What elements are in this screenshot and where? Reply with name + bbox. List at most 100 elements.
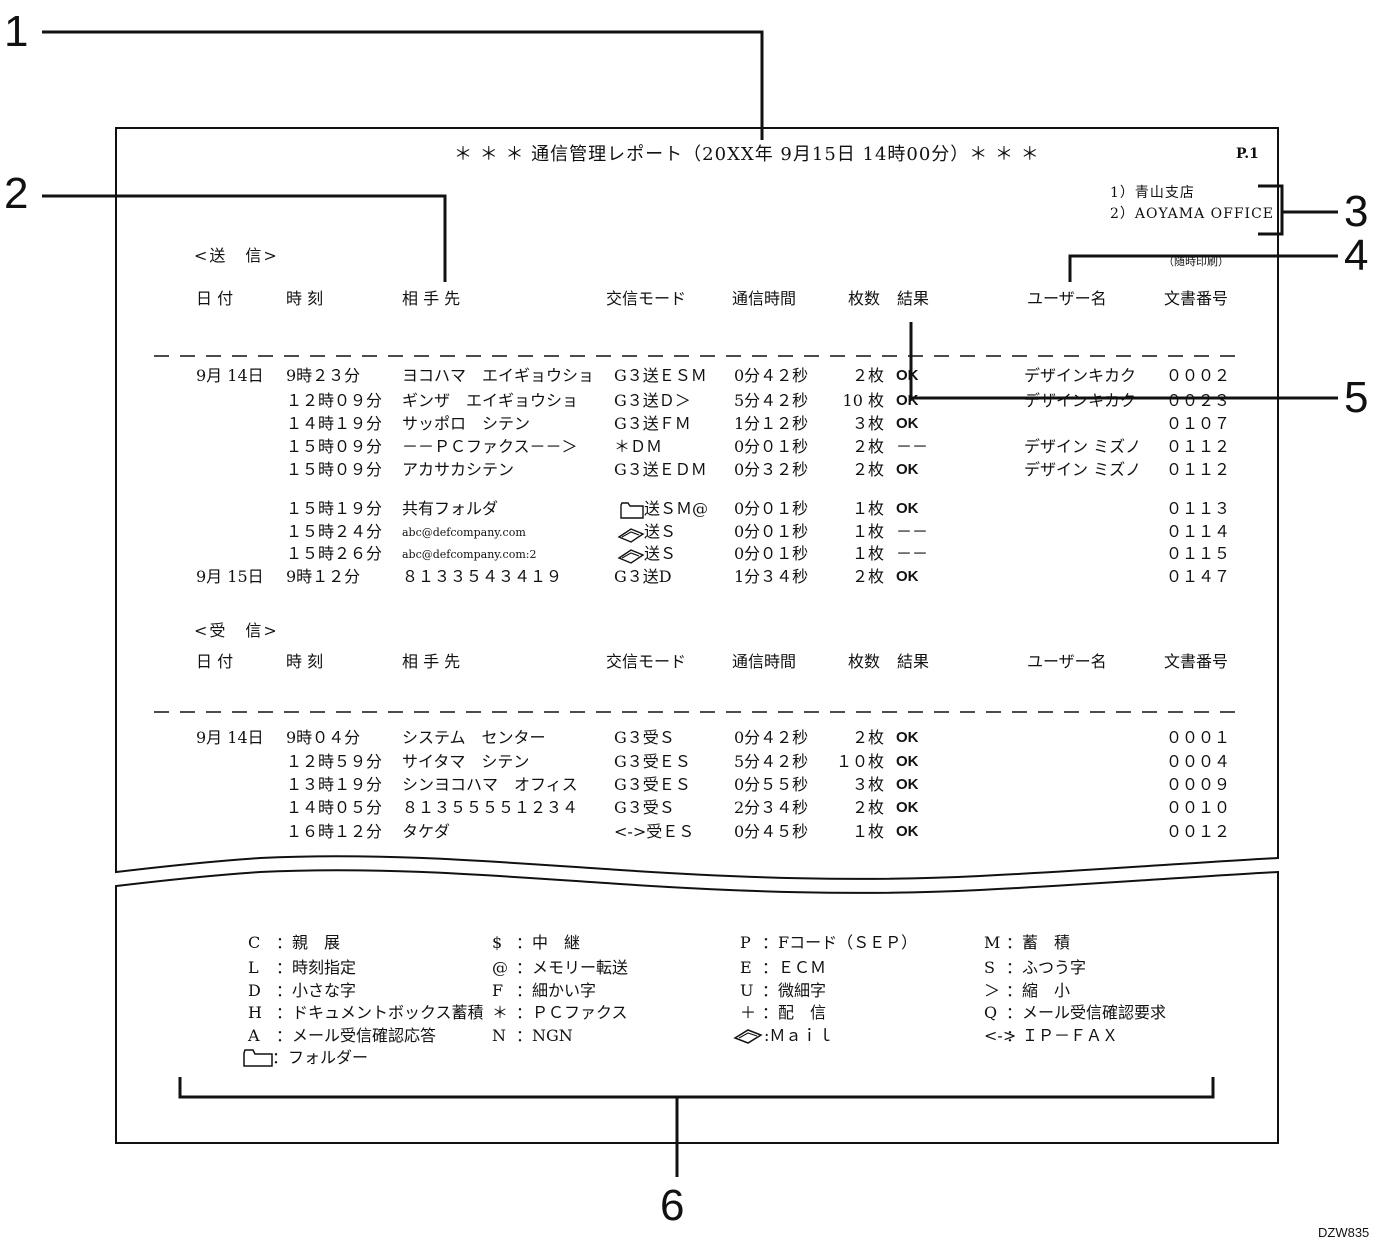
station-id-1: 1）青山支店	[1110, 185, 1195, 201]
callout-6: 6	[660, 1181, 685, 1230]
cell-doc: ００１０	[1166, 798, 1231, 817]
cell-pages: ２枚	[851, 437, 884, 456]
callout-5: 5	[1344, 373, 1369, 422]
cell-dest: ８１３５５５５１２３４	[402, 798, 579, 817]
cell-pages: ２枚	[851, 366, 884, 385]
cell-duration: 0分０１秒	[734, 437, 809, 456]
legend-label: ：時刻指定	[276, 958, 357, 977]
cell-result: －－	[896, 522, 929, 541]
callout-4-leader	[1068, 254, 1338, 282]
cell-doc: ００１２	[1166, 822, 1231, 841]
legend-key: E	[740, 958, 752, 977]
cell-result: OK	[896, 729, 919, 746]
cell-pages: １０枚	[835, 752, 884, 771]
cell-doc: ０１１５	[1166, 544, 1231, 563]
cell-mode: <->受ＥＳ	[614, 822, 695, 841]
cell-result: OK	[896, 799, 919, 816]
legend-key: D	[248, 981, 261, 1000]
legend-label: ：NGN	[516, 1026, 573, 1045]
cell-mode: G３受ＥＳ	[614, 752, 691, 771]
cell-duration: 1分３４秒	[734, 567, 809, 586]
cell-mode: 送Ｓ	[644, 522, 677, 541]
cell-dest: ８１３３５４３４１９	[402, 567, 563, 586]
cell-doc: ０１１２	[1166, 460, 1231, 479]
cell-time: １５時２４分	[286, 522, 383, 541]
cell-pages: ３枚	[851, 775, 884, 794]
callout-6-bracket	[178, 1077, 1215, 1099]
cell-dest: システム センター	[402, 728, 546, 747]
cell-time: １５時２６分	[286, 544, 383, 563]
callout-1: 1	[4, 7, 29, 56]
legend-label: ：微細字	[762, 981, 827, 1000]
cell-time: １２時５９分	[286, 752, 383, 771]
column-header-result: 結果	[897, 289, 930, 308]
column-header-date: 日 付	[196, 289, 234, 308]
legend-key: F	[492, 981, 504, 1000]
cell-mode: G３送ＦＭ	[614, 414, 691, 433]
print-mode-note: （随時印刷）	[1163, 255, 1229, 268]
legend-key: N	[492, 1026, 506, 1045]
column-header-pages: 枚数	[848, 289, 881, 308]
page-number: P.1	[1236, 146, 1259, 162]
cell-date: 9月 15日	[196, 567, 264, 586]
callout-3-bracket	[1258, 184, 1284, 236]
column-header-time: 時 刻	[286, 652, 324, 671]
legend-label: ：縮 小	[1006, 981, 1071, 1000]
folder-icon	[243, 1049, 273, 1067]
cell-result: OK	[896, 415, 919, 432]
report-sheet-lower	[115, 869, 1279, 1144]
column-header-doc: 文書番号	[1164, 289, 1229, 308]
cell-doc: ００２３	[1166, 391, 1231, 410]
cell-pages: １枚	[851, 822, 884, 841]
cell-result: OK	[896, 461, 919, 478]
cell-doc: ０００２	[1166, 366, 1231, 385]
legend-label: ：Fコード（ＳＥＰ）	[762, 933, 918, 952]
legend-label: ：ふつう字	[1006, 958, 1087, 977]
legend-label: ：メール受信確認応答	[276, 1026, 437, 1045]
column-header-mode: 交信モード	[606, 289, 687, 308]
mail-icon	[617, 549, 645, 564]
cell-duration: 0分０１秒	[734, 499, 809, 518]
cell-pages: １枚	[851, 522, 884, 541]
column-header-doc: 文書番号	[1164, 652, 1229, 671]
cell-duration: 2分３４秒	[734, 798, 809, 817]
cell-result: －－	[896, 544, 929, 563]
cell-time: １４時１９分	[286, 414, 383, 433]
cell-mode: G３送ＥＳＭ	[614, 366, 707, 385]
cell-doc: ０１４７	[1166, 567, 1231, 586]
cell-dest: 共有フォルダ	[402, 499, 499, 518]
column-header-result: 結果	[897, 652, 930, 671]
cell-date: 9月 14日	[196, 366, 264, 385]
legend-label: ：配 信	[762, 1003, 827, 1022]
cell-user: デザイン ミズノ	[1024, 460, 1142, 479]
cell-result: OK	[896, 500, 919, 517]
cell-dest: －－ＰＣファクス－－＞	[402, 437, 578, 456]
cell-user: デザイン ミズノ	[1024, 437, 1142, 456]
legend-key: M	[984, 933, 1001, 952]
column-header-user: ユーザー名	[1027, 289, 1107, 308]
cell-duration: 5分４２秒	[734, 391, 809, 410]
legend-label: ：ドキュメントボックス蓄積	[276, 1003, 484, 1022]
cell-result: OK	[896, 753, 919, 770]
cell-duration: 0分４５秒	[734, 822, 809, 841]
report-title: ＊ ＊ ＊ 通信管理レポート（20XX年 9月15日 14時00分）＊ ＊ ＊	[454, 144, 1040, 165]
legend-label: ：ＥＣＭ	[762, 958, 827, 977]
cell-dest: abc@defcompany.com:2	[402, 548, 537, 561]
cell-time: １５時０９分	[286, 437, 383, 456]
cell-mode: G３受Ｓ	[614, 728, 675, 747]
report-sheet-upper	[115, 127, 1279, 880]
cell-mode: 送ＳＭ@	[644, 499, 709, 518]
cell-dest: ギンザ エイギョウショ	[402, 391, 579, 410]
cell-time: １５時０９分	[286, 460, 383, 479]
cell-duration: 0分３２秒	[734, 460, 809, 479]
legend-key: ＊	[492, 1003, 509, 1022]
cell-pages: ２枚	[851, 460, 884, 479]
cell-doc: ０００１	[1166, 728, 1231, 747]
cell-time: １６時１２分	[286, 822, 383, 841]
cell-result: OK	[896, 367, 919, 384]
legend-key: Q	[984, 1003, 998, 1022]
mail-icon	[617, 528, 645, 543]
cell-dest: サイタマ シテン	[402, 752, 530, 771]
cell-doc: ０１０７	[1166, 414, 1231, 433]
cell-mode: G３受Ｓ	[614, 798, 675, 817]
